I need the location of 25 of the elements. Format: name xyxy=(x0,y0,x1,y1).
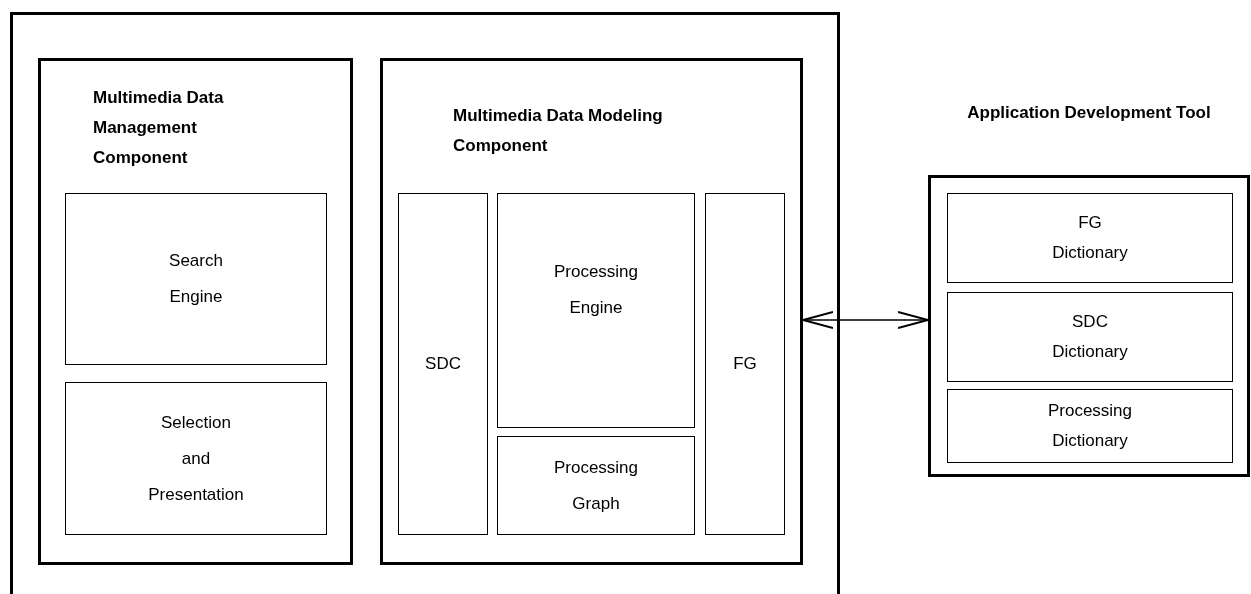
module-label: Processing Dictionary xyxy=(1047,400,1133,452)
module-box xyxy=(65,382,327,535)
module-label: SDC xyxy=(425,353,461,375)
module-label: Selection and Presentation xyxy=(148,411,244,506)
component-heading: Multimedia Data Management Component xyxy=(93,87,225,169)
component-heading: Multimedia Data Modeling Component xyxy=(453,105,664,157)
module-box xyxy=(497,436,695,535)
component-box xyxy=(38,58,353,565)
module-box xyxy=(398,193,488,535)
module-box xyxy=(947,292,1233,382)
module-label: FG Dictionary xyxy=(1052,212,1128,264)
module-box xyxy=(65,193,327,365)
module-box xyxy=(947,193,1233,283)
module-label: FG xyxy=(733,353,757,375)
module-box xyxy=(705,193,785,535)
frame-box xyxy=(10,12,840,594)
module-box xyxy=(497,193,695,428)
double-arrow xyxy=(802,311,929,329)
component-box xyxy=(380,58,803,565)
module-box xyxy=(947,389,1233,463)
component-heading: Application Development Tool xyxy=(966,102,1212,124)
module-label: Processing Graph xyxy=(553,456,639,515)
module-label: Search Engine xyxy=(169,250,223,308)
module-label: SDC Dictionary xyxy=(1052,311,1128,363)
module-label: Processing Engine xyxy=(553,261,639,319)
